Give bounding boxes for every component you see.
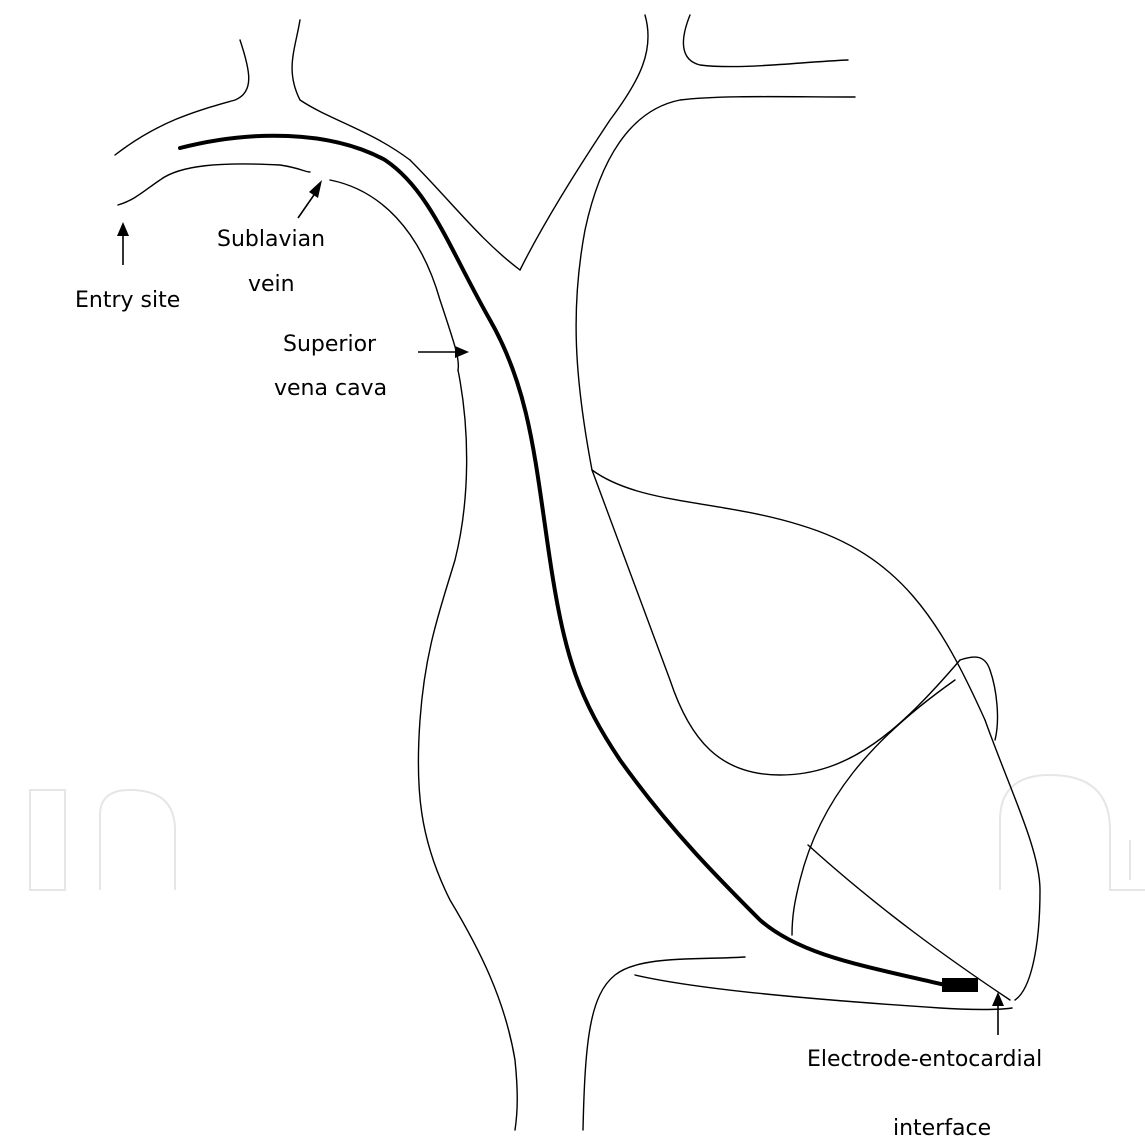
lead-electrode-tip (942, 978, 978, 992)
electrode-arrow (992, 992, 1004, 1035)
atrium-wall (592, 470, 960, 775)
label-subclavian-line2: vein (248, 272, 295, 297)
watermark (30, 775, 1145, 890)
svc-left-wall-lower (418, 370, 517, 1130)
label-subclavian-line1: Sublavian (217, 227, 325, 252)
aortic-arch-lower (576, 97, 855, 470)
trunk-inner-wall (410, 160, 520, 270)
ivc-upper-curve (583, 957, 745, 1130)
subclavian-lower-wall (118, 164, 310, 205)
lead-wire (180, 136, 945, 985)
aortic-arch-upper (683, 15, 848, 67)
label-electrode-line2: interface (893, 1116, 991, 1141)
septum-line (792, 680, 955, 935)
label-electrode-line1: Electrode-entocardial (807, 1047, 1042, 1072)
label-entry-site: Entry site (75, 288, 180, 313)
annotation-arrows (117, 180, 1004, 1035)
ventricle-outer-right (985, 720, 1040, 1000)
pacing-lead (180, 136, 978, 992)
entry-site-arrow (117, 222, 129, 265)
svc-arrow (418, 346, 469, 358)
labels: Entry site Sublavian vein Superior vena … (75, 227, 1042, 1141)
label-svc-line2: vena cava (274, 376, 387, 401)
label-svc-line1: Superior (283, 332, 377, 357)
subclavian-arrow (298, 180, 322, 218)
vessel-outlines (115, 15, 1040, 1130)
valve-triangle (960, 657, 997, 740)
pericardium-upper (592, 470, 985, 720)
